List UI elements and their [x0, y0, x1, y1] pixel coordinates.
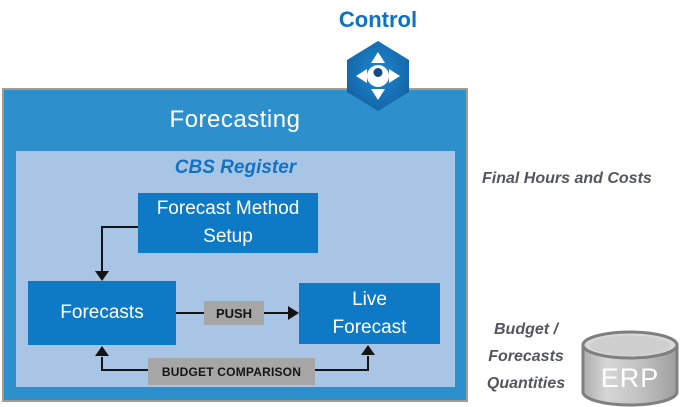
control-dpad-icon	[347, 41, 409, 111]
push-flow-label: PUSH	[204, 301, 264, 325]
arrowhead-down-forecasts-icon	[95, 271, 109, 281]
forecasting-title: Forecasting	[169, 106, 301, 133]
final-hours-costs-annotation: Final Hours and Costs	[482, 170, 652, 187]
forecast-method-setup-node: Forecast Method Setup	[138, 193, 318, 253]
arrowhead-up-live-forecast-icon	[361, 345, 375, 355]
budget-forecasts-quantities-annotation: Budget / Forecasts Quantities	[486, 321, 566, 392]
connector-bc-left-horizontal	[101, 369, 148, 371]
erp-label: ERP	[600, 363, 660, 393]
erp-database-icon: ERP	[578, 329, 682, 407]
connector-bc-right-vertical	[367, 356, 369, 371]
connector-bc-left-vertical	[101, 357, 103, 371]
cbs-register-container	[16, 151, 455, 387]
arrowhead-right-live-forecast-icon	[288, 306, 299, 320]
live-forecast-node: Live Forecast	[299, 283, 440, 344]
control-title: Control	[338, 7, 418, 32]
arrowhead-up-forecasts-icon	[95, 346, 109, 356]
budget-comparison-flow-label: BUDGET COMPARISON	[148, 358, 315, 385]
connector-fms-horizontal	[101, 226, 138, 228]
connector-bc-right-horizontal	[315, 369, 369, 371]
connector-fms-vertical	[101, 226, 103, 272]
forecasts-node: Forecasts	[28, 281, 176, 345]
cbs-register-title: CBS Register	[174, 157, 297, 178]
